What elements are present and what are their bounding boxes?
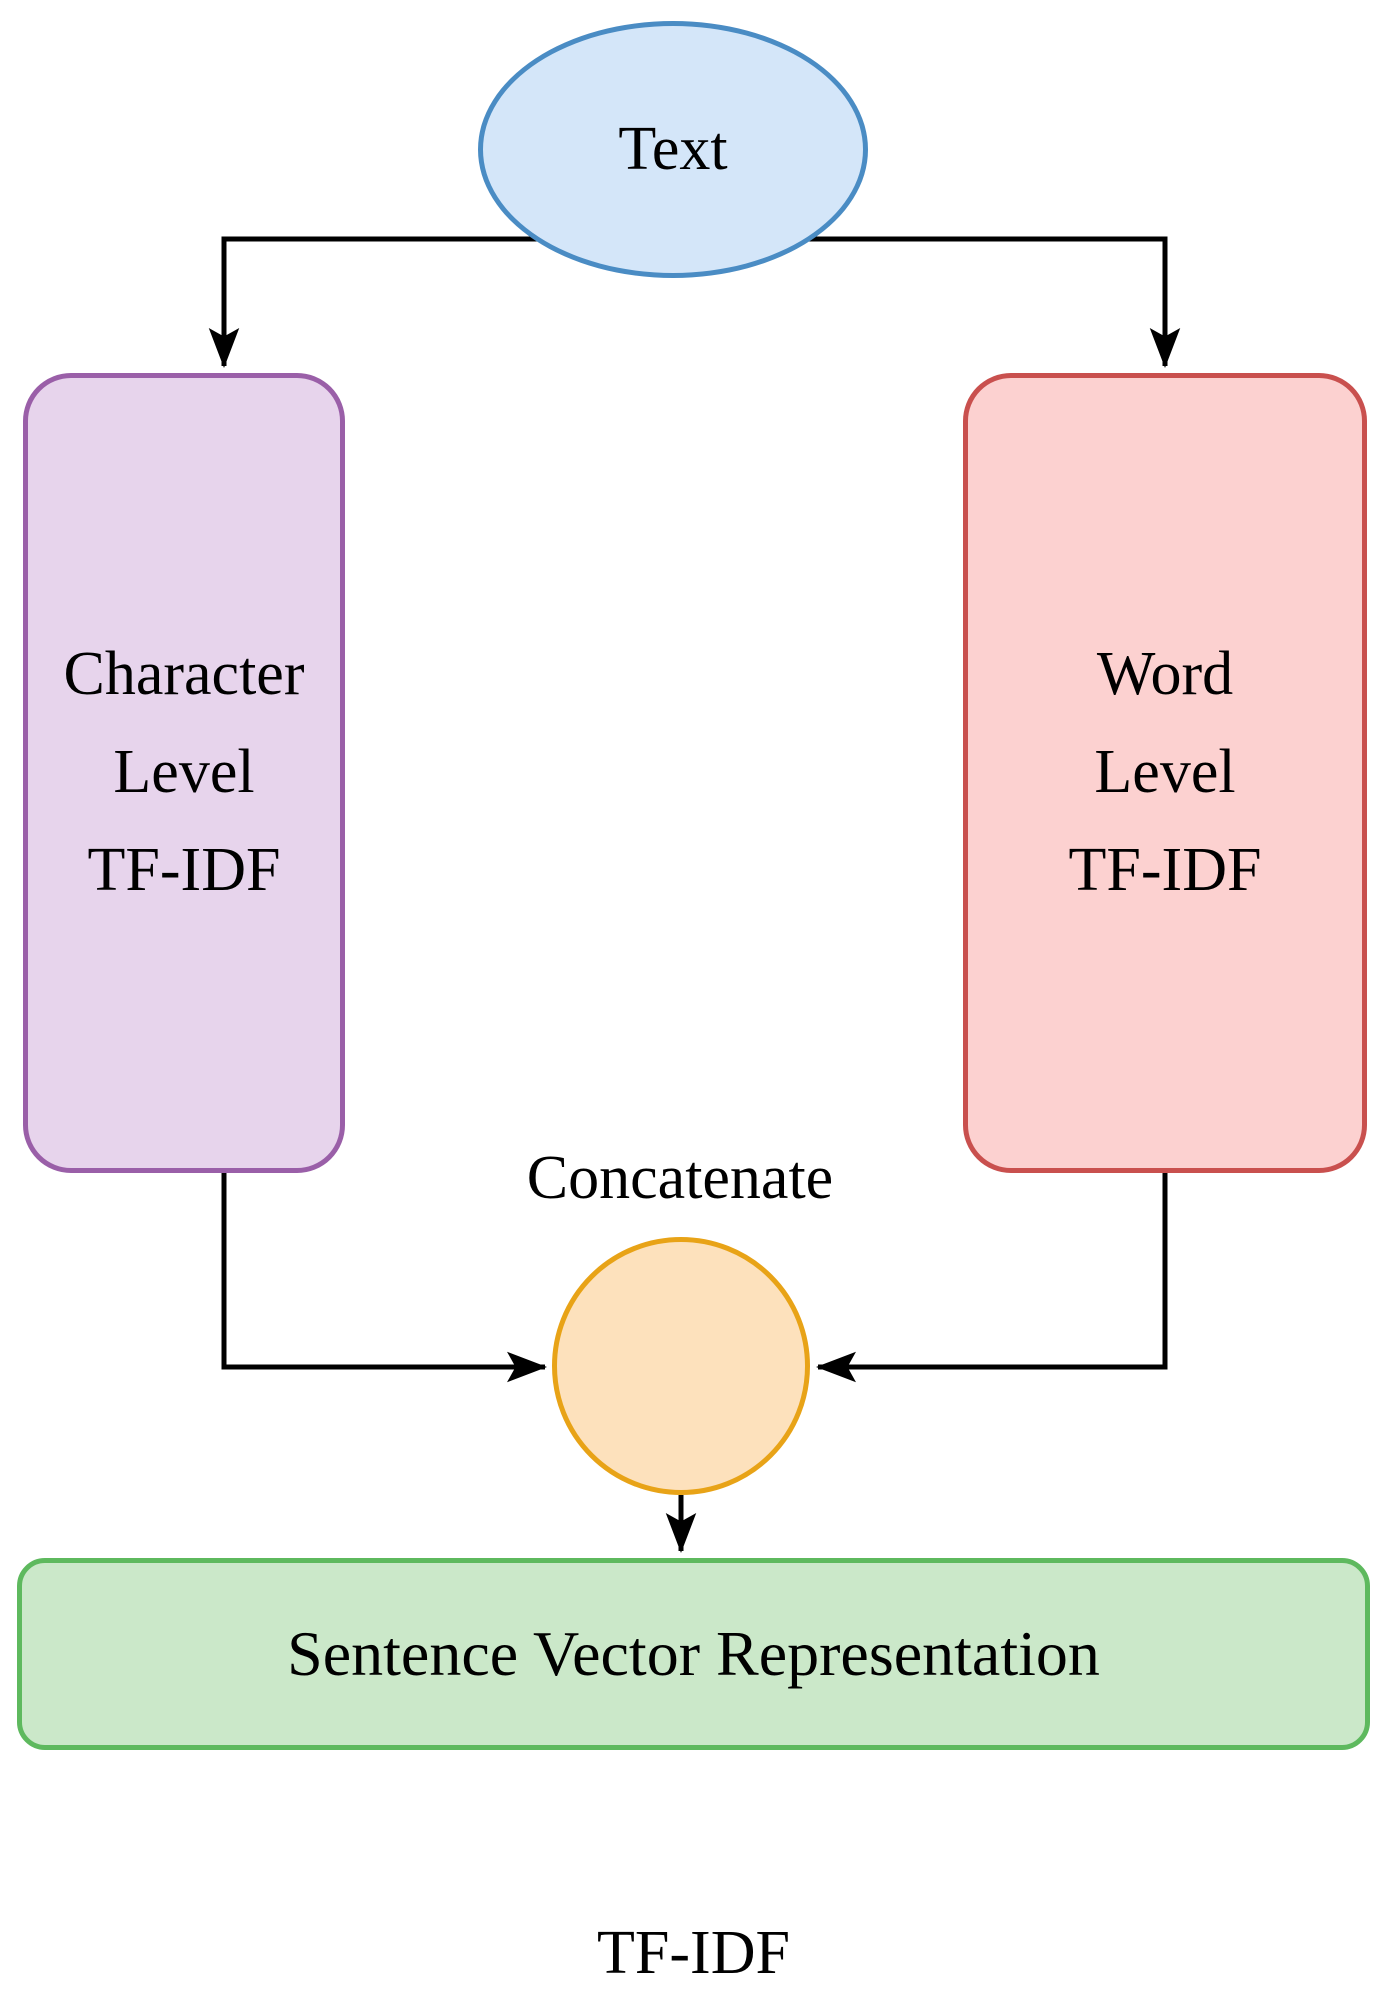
node-sentence-vector-representation[interactable]: Sentence Vector Representation	[17, 1558, 1370, 1750]
node-character-level-tfidf[interactable]: Character Level TF-IDF	[23, 373, 345, 1173]
node-character-level-tfidf-line-2: Level	[113, 738, 255, 807]
node-concat-label: Concatenate	[526, 1144, 834, 1212]
node-word-level-tfidf[interactable]: Word Level TF-IDF	[963, 373, 1367, 1173]
node-text-label: Text	[618, 115, 728, 184]
node-text[interactable]: Text	[478, 21, 868, 278]
node-character-level-tfidf-line-1: Character	[63, 640, 305, 709]
figure-caption: TF-IDF	[597, 1919, 790, 1987]
node-sentence-vector-representation-label: Sentence Vector Representation	[287, 1618, 1100, 1689]
node-word-level-tfidf-line-1: Word	[1096, 640, 1234, 709]
node-concat-circle[interactable]	[552, 1237, 810, 1495]
node-word-level-tfidf-line-3: TF-IDF	[1068, 835, 1262, 904]
node-character-level-tfidf-line-3: TF-IDF	[87, 835, 281, 904]
node-word-level-tfidf-line-2: Level	[1094, 738, 1236, 807]
